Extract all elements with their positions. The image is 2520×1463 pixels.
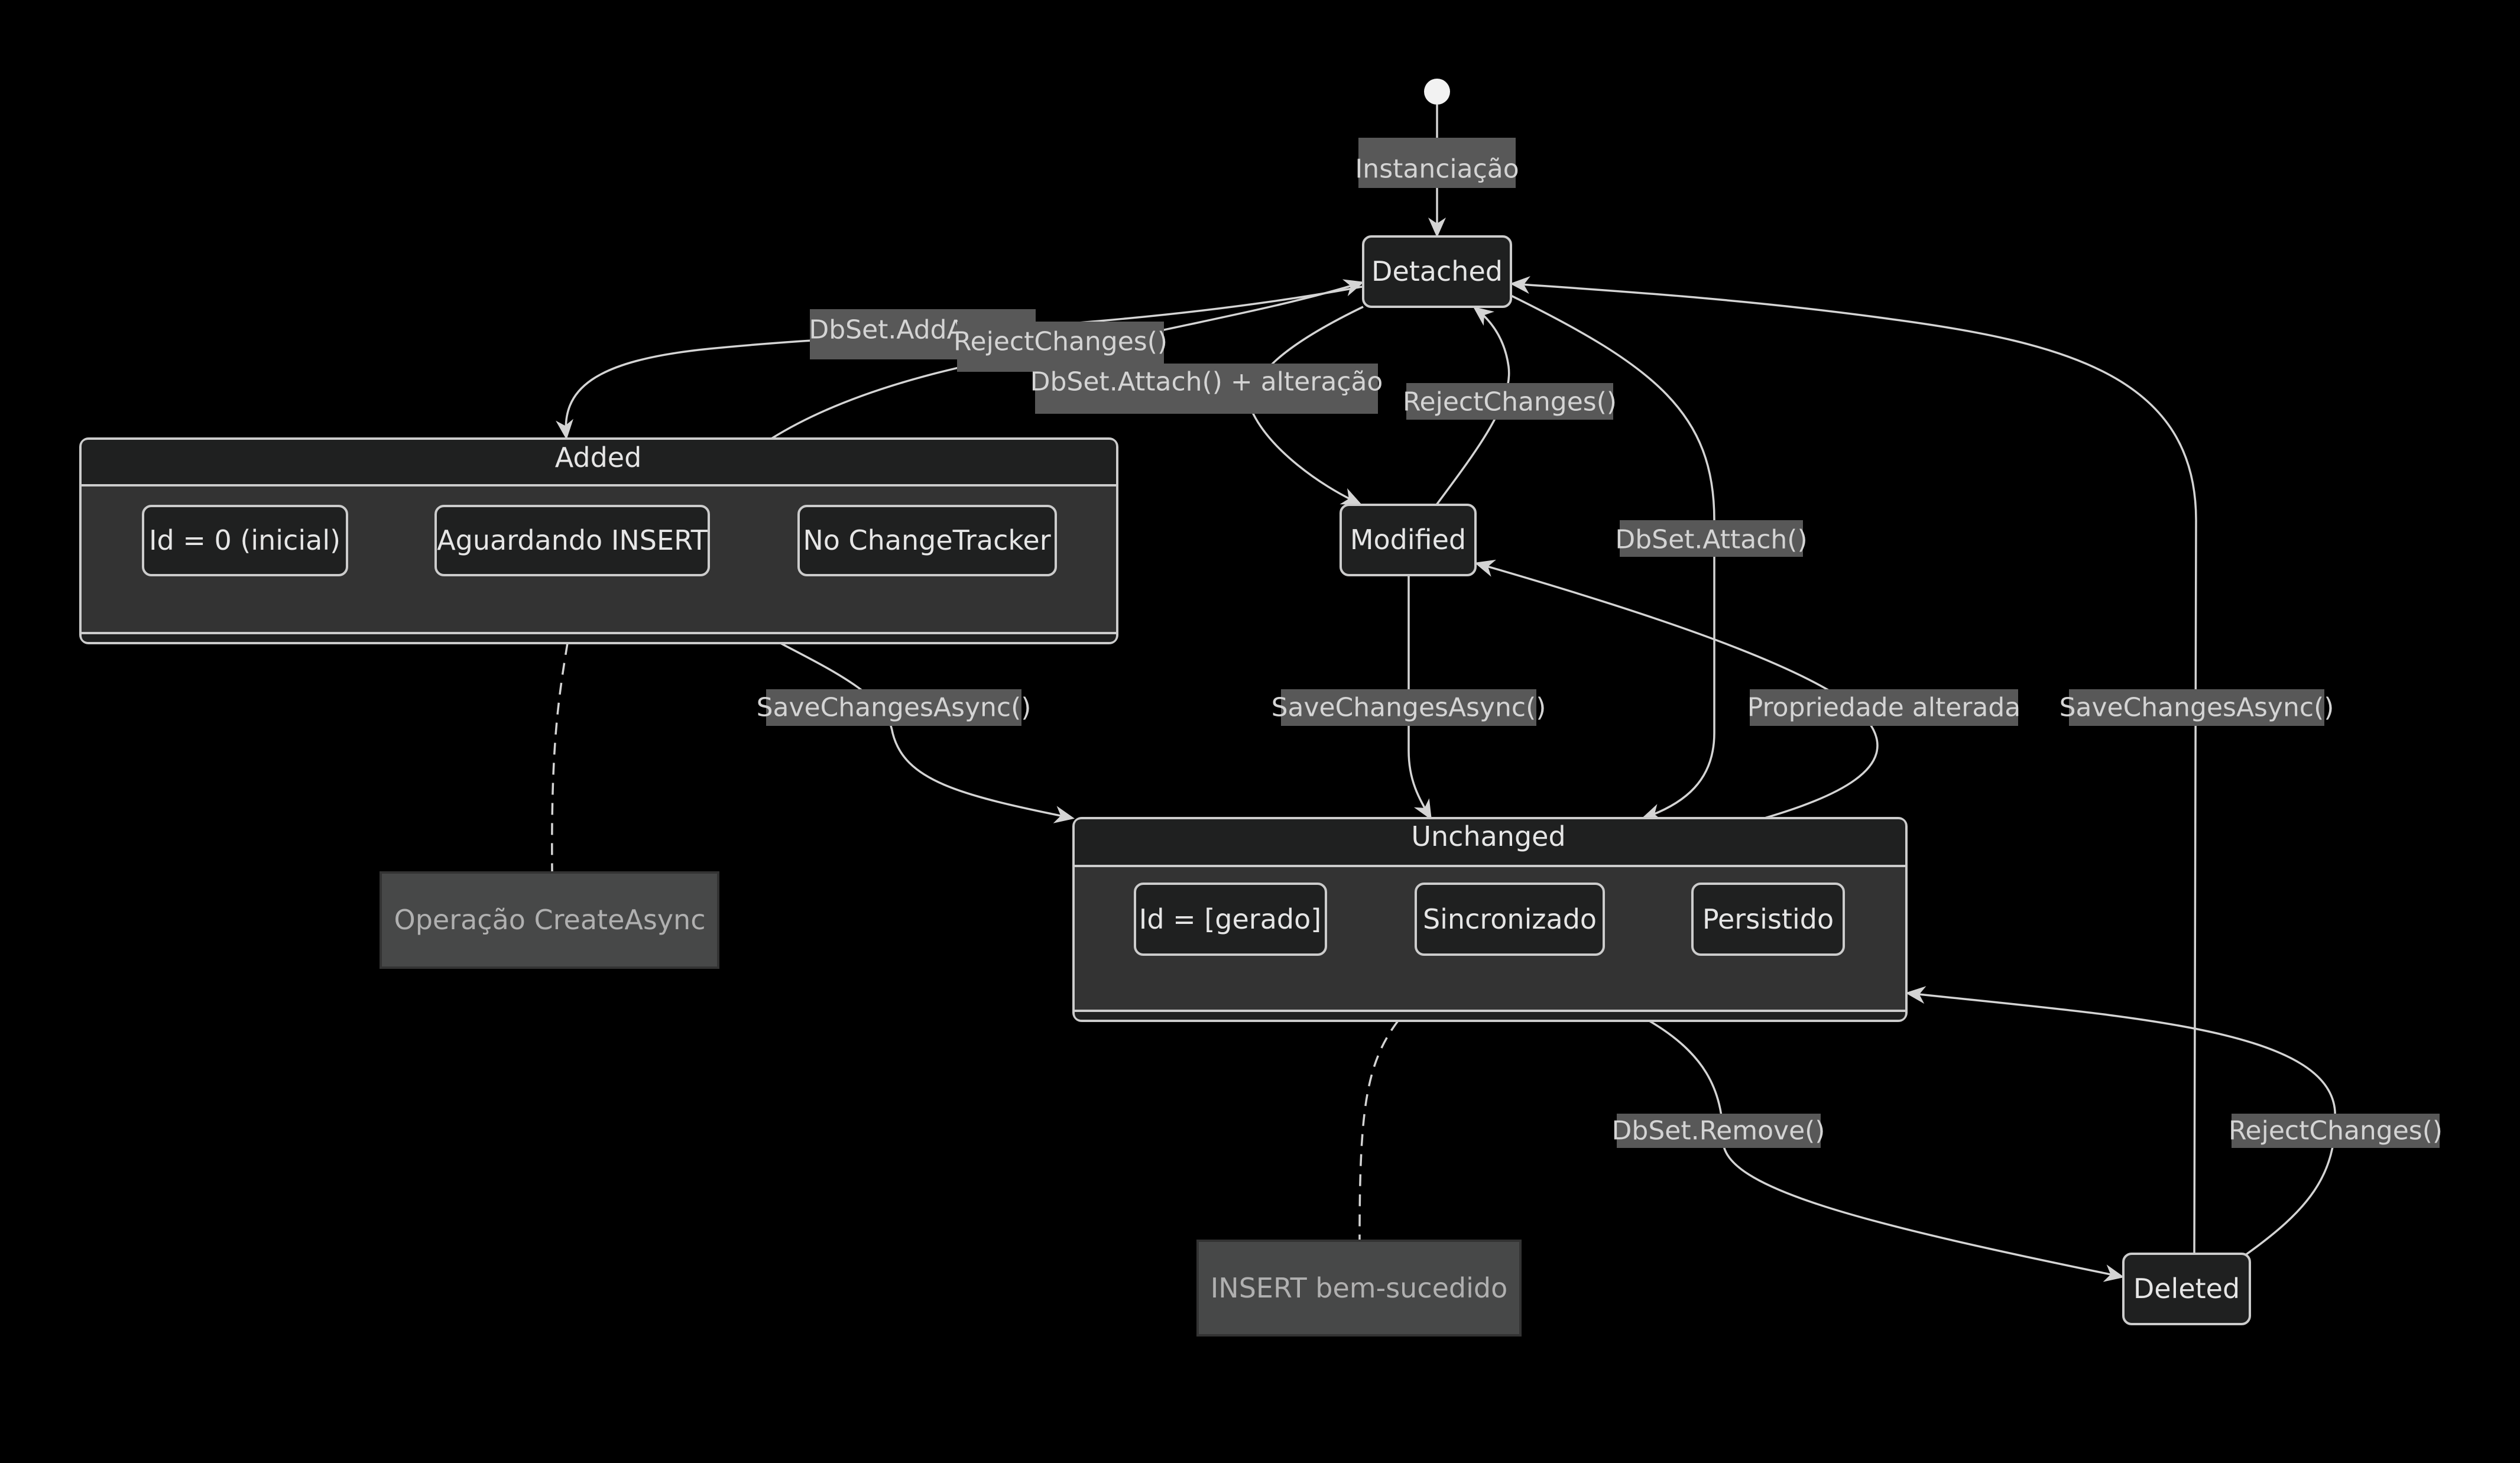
unchanged-child-id[interactable]: Id = [gerado] xyxy=(1134,883,1327,956)
edge-detached-unchanged xyxy=(1510,294,1715,821)
edge-added-unchanged xyxy=(780,642,1075,823)
edge-label-reject-added: RejectChanges() xyxy=(953,322,1167,372)
edge-deleted-detached xyxy=(1510,276,2197,1254)
edge-label-remove: DbSet.Remove() xyxy=(1612,1114,1825,1148)
unchanged-child-id-label: Id = [gerado] xyxy=(1139,903,1321,935)
edge-label-attach: DbSet.Attach() xyxy=(1615,520,1808,557)
edge-label-save-modified: SaveChangesAsync() xyxy=(1272,689,1546,726)
note-insert-text: INSERT bem-sucedido xyxy=(1211,1272,1508,1304)
added-child-id-label: Id = 0 (inicial) xyxy=(149,524,340,556)
start-node xyxy=(1424,79,1450,105)
edge-label-save-deleted-text: SaveChangesAsync() xyxy=(2060,693,2334,723)
edge-label-propriedade-text: Propriedade alterada xyxy=(1747,693,2020,723)
edge-modified-unchanged xyxy=(1407,575,1432,820)
edge-label-attach-alteracao-text: DbSet.Attach() + alteração xyxy=(1030,367,1383,397)
edge-label-save-added: SaveChangesAsync() xyxy=(757,689,1032,726)
state-added-label: Added xyxy=(555,442,642,473)
state-modified-label: Modified xyxy=(1350,524,1466,556)
edge-label-save-modified-text: SaveChangesAsync() xyxy=(1272,693,1546,723)
unchanged-child-persistido[interactable]: Persistido xyxy=(1691,883,1845,956)
state-added[interactable]: Added Id = 0 (inicial) Aguardando INSERT… xyxy=(79,437,1118,644)
edge-label-propriedade: Propriedade alterada xyxy=(1747,689,2020,726)
added-child-changetracker[interactable]: No ChangeTracker xyxy=(797,505,1057,576)
edge-label-reject-deleted-text: RejectChanges() xyxy=(2229,1116,2443,1146)
edge-label-attach-alteracao: DbSet.Attach() + alteração xyxy=(1030,364,1383,414)
state-detached[interactable]: Detached xyxy=(1362,235,1512,308)
state-deleted-label: Deleted xyxy=(2133,1273,2240,1305)
edge-deleted-unchanged xyxy=(1905,986,2337,1256)
note-insert: INSERT bem-sucedido xyxy=(1196,1240,1522,1337)
added-child-aguardando[interactable]: Aguardando INSERT xyxy=(434,505,710,576)
added-child-aguardando-label: Aguardando INSERT xyxy=(437,524,708,556)
unchanged-child-sincronizado[interactable]: Sincronizado xyxy=(1415,883,1605,956)
edge-label-remove-text: DbSet.Remove() xyxy=(1612,1116,1825,1146)
added-child-id[interactable]: Id = 0 (inicial) xyxy=(142,505,348,576)
edge-unchanged-deleted xyxy=(1649,1020,2125,1282)
edges xyxy=(551,105,2337,1282)
state-deleted[interactable]: Deleted xyxy=(2122,1253,2251,1325)
state-unchanged-label: Unchanged xyxy=(1411,820,1565,852)
unchanged-child-sincronizado-label: Sincronizado xyxy=(1423,903,1597,935)
note-createasync: Operação CreateAsync xyxy=(380,871,719,969)
unchanged-child-persistido-label: Persistido xyxy=(1702,903,1834,935)
added-child-changetracker-label: No ChangeTracker xyxy=(803,524,1050,556)
edge-modified-detached xyxy=(1435,306,1510,506)
edge-label-reject-added-text: RejectChanges() xyxy=(953,327,1167,357)
edge-label-reject-modified: RejectChanges() xyxy=(1403,383,1617,420)
state-unchanged[interactable]: Unchanged Id = [gerado] Sincronizado Per… xyxy=(1072,817,1908,1022)
note-connector-unchanged xyxy=(1358,1020,1399,1240)
edge-label-addasync-text: DbSet.AddA xyxy=(809,315,964,345)
state-detached-label: Detached xyxy=(1371,255,1503,287)
note-connector-added xyxy=(551,643,569,872)
state-modified[interactable]: Modified xyxy=(1340,504,1477,576)
note-createasync-text: Operação CreateAsync xyxy=(394,904,705,936)
edge-label-save-deleted: SaveChangesAsync() xyxy=(2060,689,2334,726)
edge-label-attach-text: DbSet.Attach() xyxy=(1615,525,1807,555)
edge-label-instanciacao-text: Instanciação xyxy=(1355,154,1519,184)
edge-labels: Instanciação DbSet.AddA RejectChanges() … xyxy=(757,138,2443,1148)
edge-label-instanciacao: Instanciação xyxy=(1355,138,1519,188)
edge-label-save-added-text: SaveChangesAsync() xyxy=(757,693,1032,723)
edge-label-reject-modified-text: RejectChanges() xyxy=(1403,387,1617,417)
edge-label-reject-deleted: RejectChanges() xyxy=(2229,1114,2443,1148)
